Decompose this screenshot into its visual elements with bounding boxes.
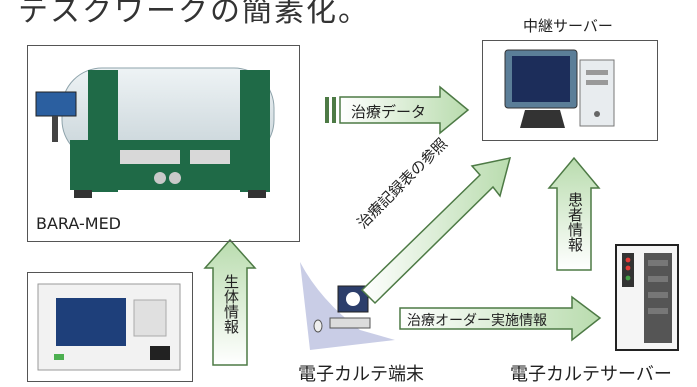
arrow-patient-info bbox=[547, 156, 601, 271]
relay-server-illustration bbox=[504, 49, 615, 128]
vital-info-label: 生体情報 bbox=[222, 274, 240, 334]
arrow-treatment-data bbox=[325, 85, 470, 135]
arrow-treatment-order bbox=[399, 295, 602, 342]
bara-med-label: BARA-MED bbox=[36, 214, 121, 233]
relay-server-label: 中継サーバー bbox=[523, 17, 613, 35]
patient-info-label: 患者情報 bbox=[566, 192, 584, 252]
bara-med-illustration bbox=[35, 67, 275, 198]
arrow-vital-info bbox=[203, 238, 257, 366]
treatment-order-label: 治療オーダー実施情報 bbox=[407, 313, 547, 329]
vital-monitor-illustration bbox=[37, 283, 181, 371]
vital-monitor-box bbox=[27, 272, 193, 382]
terminal-label: 電子カルテ端末 bbox=[298, 364, 424, 385]
arrow-treatment-record-ref bbox=[360, 157, 512, 305]
ehr-server-label: 電子カルテサーバー bbox=[510, 364, 672, 385]
relay-server-box bbox=[482, 40, 658, 141]
treatment-data-label: 治療データ bbox=[351, 103, 427, 121]
bara-med-box bbox=[27, 45, 300, 242]
header-text-fragment: テスクワークの簡素化。 bbox=[18, 0, 370, 29]
ehr-server-illustration bbox=[615, 244, 679, 351]
